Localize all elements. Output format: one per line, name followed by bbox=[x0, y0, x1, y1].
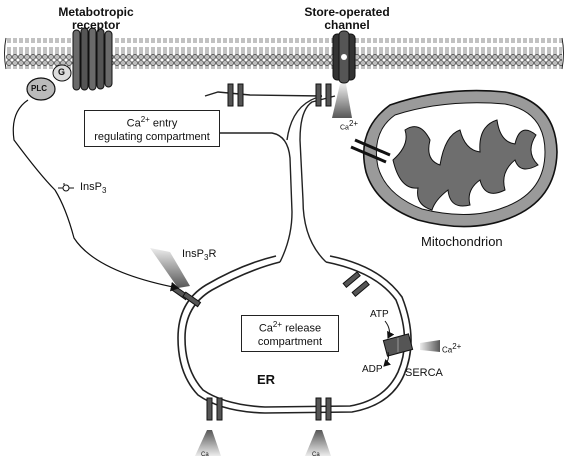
ca-release-compartment-label: Ca2+ release compartment bbox=[241, 315, 339, 352]
ca-serca-label: Ca2+ bbox=[442, 342, 462, 355]
er-channel-bottom-right-icon bbox=[305, 397, 332, 456]
plc-icon bbox=[26, 77, 56, 101]
serca-label: SERCA bbox=[405, 367, 443, 379]
metabotropic-receptor-label: Metabotropic receptor bbox=[58, 5, 134, 32]
atp-adp-arrows bbox=[383, 320, 395, 367]
ca-entry-compartment-label: Ca2+ entry regulating compartment bbox=[84, 110, 220, 147]
er-channel-right-icon bbox=[342, 271, 370, 298]
ca-influx-fan bbox=[332, 84, 352, 118]
er-channel-bottom-left-icon bbox=[195, 397, 223, 456]
ca-mito-label: Ca2+ bbox=[340, 119, 359, 132]
ca-entry-compartment bbox=[204, 91, 336, 263]
g-protein-icon bbox=[52, 64, 72, 82]
er-label: ER bbox=[257, 372, 276, 387]
plc-label: PLC bbox=[31, 84, 47, 93]
adp-label: ADP bbox=[362, 364, 383, 375]
store-operated-channel-icon bbox=[332, 30, 356, 84]
mitochondrion-icon bbox=[350, 89, 558, 228]
store-operated-channel-label: Store-operated channel bbox=[304, 5, 390, 32]
metabotropic-receptor-icon bbox=[72, 27, 113, 91]
ca-bottom-right-label: Ca bbox=[312, 452, 320, 458]
insp3r-label: InsP3R bbox=[182, 248, 217, 263]
g-protein-label: G bbox=[58, 67, 66, 77]
insp3-label: InsP3 bbox=[80, 181, 107, 196]
atp-label: ATP bbox=[370, 309, 389, 320]
mitochondrion-label: Mitochondrion bbox=[421, 234, 503, 249]
pm-channel-right-icon bbox=[315, 83, 332, 107]
pm-channel-left-icon bbox=[227, 83, 244, 107]
serca-pump-icon bbox=[382, 333, 440, 357]
ca-bottom-left-label: Ca bbox=[201, 452, 209, 458]
insp3-signal-arrow bbox=[12, 99, 180, 292]
er-membrane bbox=[177, 255, 412, 414]
